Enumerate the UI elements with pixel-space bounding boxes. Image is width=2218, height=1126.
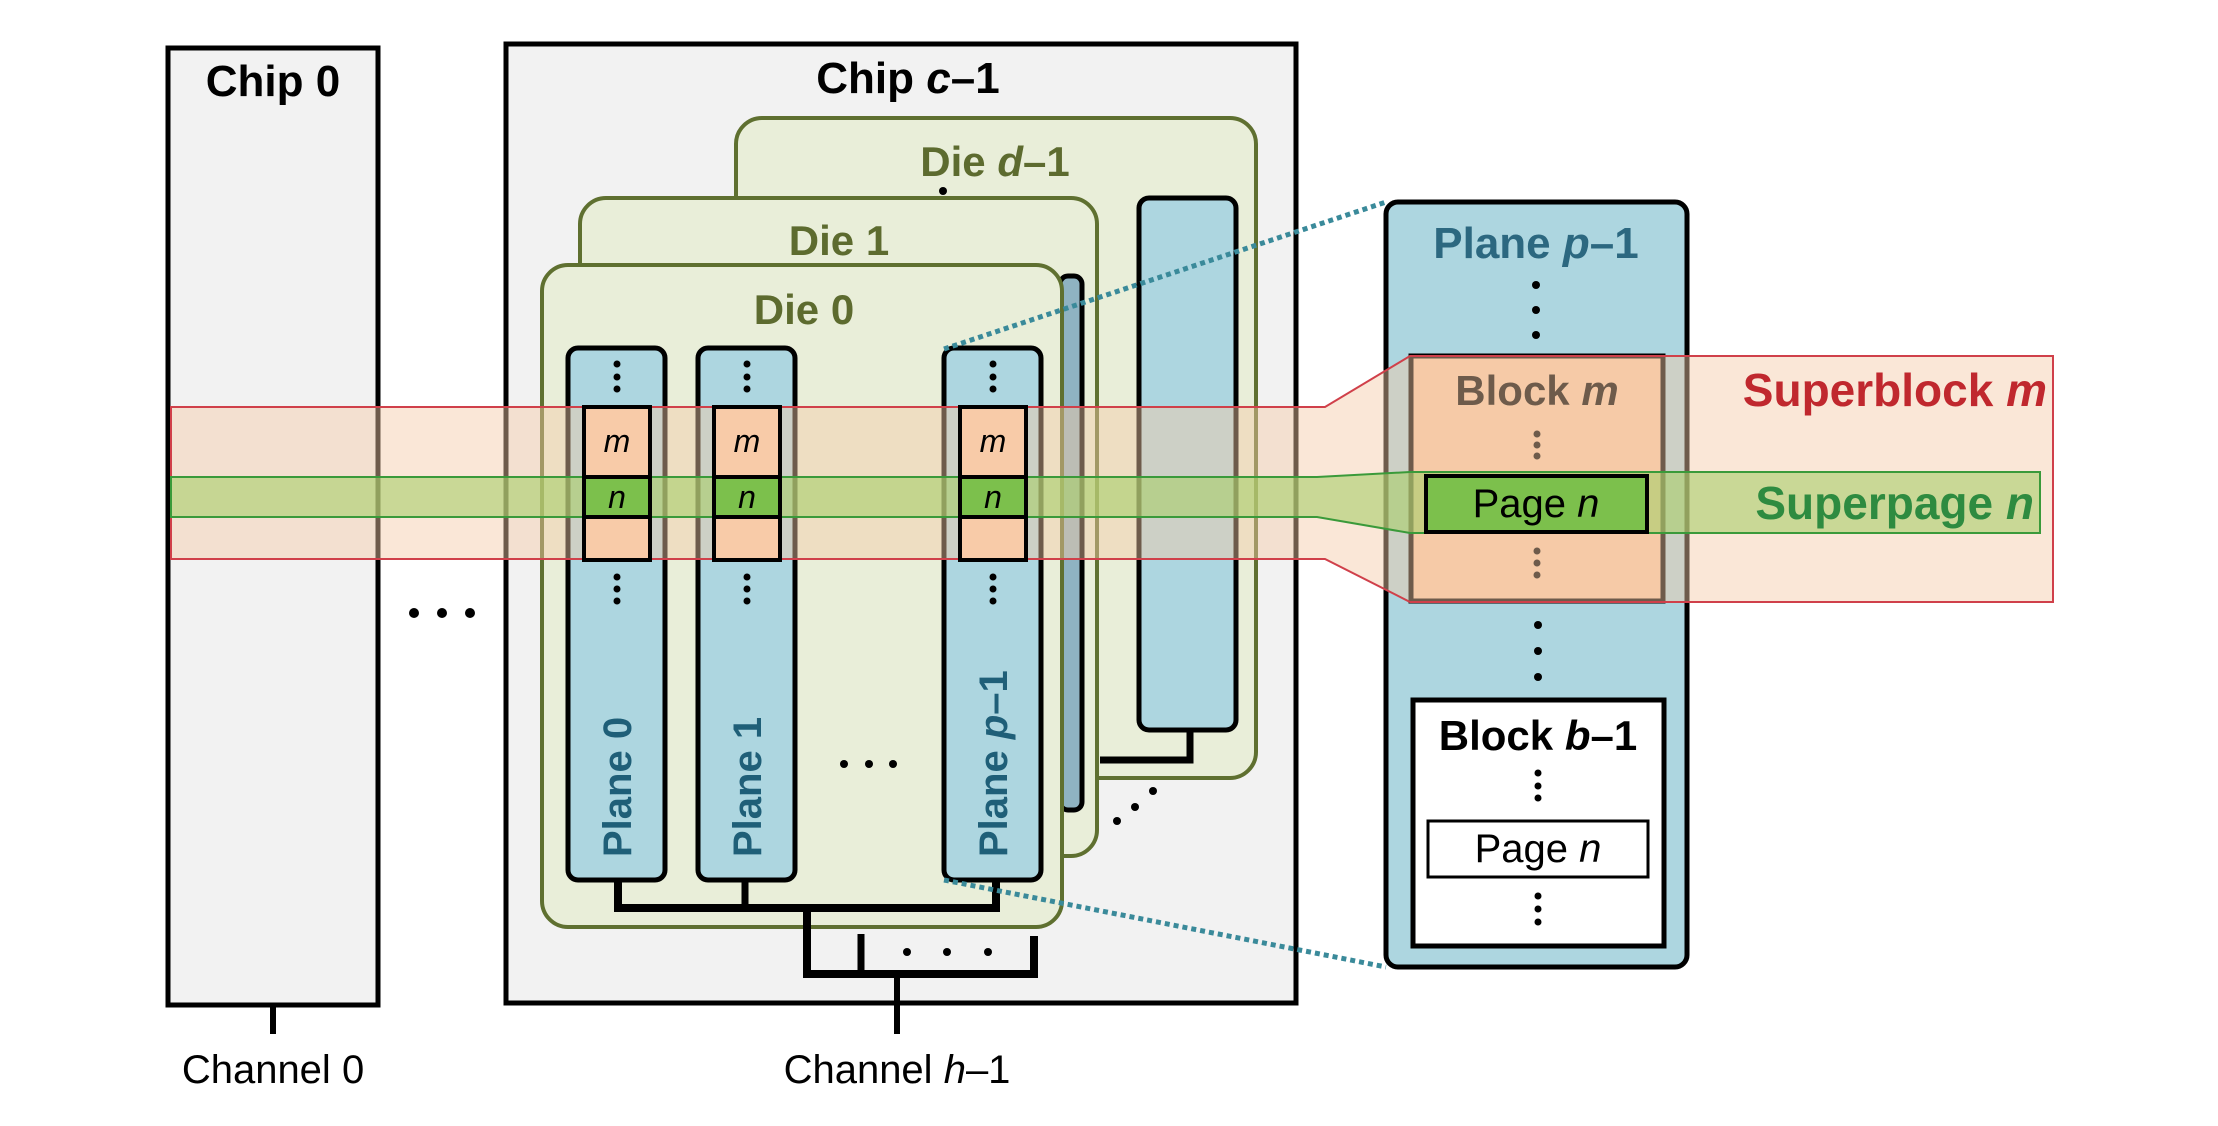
plane-1-page-n-label: n [738,479,756,515]
die-d-minus-1-label: Die d–1 [920,138,1069,185]
die-d-minus-1-bus [1100,730,1194,764]
block-m-page-n-box [1424,474,1649,534]
plane-p-minus-1-bottom-dots [989,573,997,605]
die-0: Die 0 Plane 0 [540,263,1064,929]
zoom-connector-top [943,199,1387,352]
plane-0-block-m-cell [582,405,652,479]
chip-0-label: Chip 0 [206,57,340,106]
zoom-connectors [943,199,1387,970]
superpage-label: Superpage n [1755,477,2034,529]
channel-0-label: Channel 0 [182,1048,364,1092]
die-1-label: Die 1 [789,217,889,264]
plane-1-block-cells: m [712,405,782,562]
plane-p-minus-1-top-dots [989,360,997,393]
block-b-minus-1: Block b–1 Page n [1410,697,1667,949]
channel-h-minus-1-bus [803,908,1038,1034]
plane-1-block-m-cell [712,405,782,479]
plane-0-block-lower-cell [582,515,652,562]
detail-plane-p-minus-1: Plane p–1 Block m Block b–1 Pag [1383,199,1690,970]
block-b-minus-1-dots-upper [1534,769,1542,802]
chip-0: Chip 0 [165,45,381,1034]
plane-0-block-cells: m [582,405,652,562]
plane-1-block-m-label: m [734,423,761,459]
block-b-minus-1-label: Block b–1 [1439,712,1637,759]
plane-p-minus-1-block-lower-cell [958,515,1028,562]
plane-0-bottom-dots [613,573,621,605]
detail-plane-top-dots [1532,281,1540,339]
block-m-label: Block m [1455,367,1618,414]
plane-0-label: Plane 0 [596,717,640,857]
plane-1-block-lower-cell [712,515,782,562]
plane-ellipsis [840,760,897,768]
plane-p-minus-1-page-n-label: n [984,479,1002,515]
channel-h-minus-1-label: Channel h–1 [784,1048,1011,1092]
die-0-label: Die 0 [754,286,854,333]
plane-0-page-n-cell [582,475,652,519]
plane-p-minus-1-block-m-label: m [980,423,1007,459]
chip-c-minus-1-label: Chip c–1 [816,54,999,103]
plane-p-minus-1-label: Plane p–1 [972,670,1016,857]
chip-ellipsis [409,608,475,618]
chip-0-box [165,45,381,1008]
plane-1-top-dots [743,360,751,393]
block-b-minus-1-page-n-label: Page n [1475,827,1602,871]
plane-p-minus-1-page-n-cell [958,475,1028,519]
block-b-minus-1-dots-lower [1534,892,1542,926]
plane-0-block-m-label: m [604,423,631,459]
detail-plane-label: Plane p–1 [1433,219,1638,268]
plane-1-label: Plane 1 [726,717,770,857]
die-0-box [540,263,1064,929]
plane-0-top-dots [613,360,621,393]
block-b-minus-1-page-n [1426,819,1650,879]
plane-0-page-n-label: n [608,479,626,515]
zoom-connector-bottom [943,877,1387,970]
block-m-dots-lower [1533,547,1541,579]
block-m-dots-upper [1533,430,1541,460]
superblock-label: Superblock m [1743,364,2047,416]
die-ellipsis-bottom [1113,787,1157,825]
page-n-cells: n n n [582,475,1028,519]
detail-plane-middle-dots [1534,621,1542,681]
block-m-page-n-label: Page n [1473,482,1600,526]
block-m-page-n: Page n [1424,474,1649,534]
plane-1-page-n-cell [712,475,782,519]
plane-1-bottom-dots [743,573,751,605]
